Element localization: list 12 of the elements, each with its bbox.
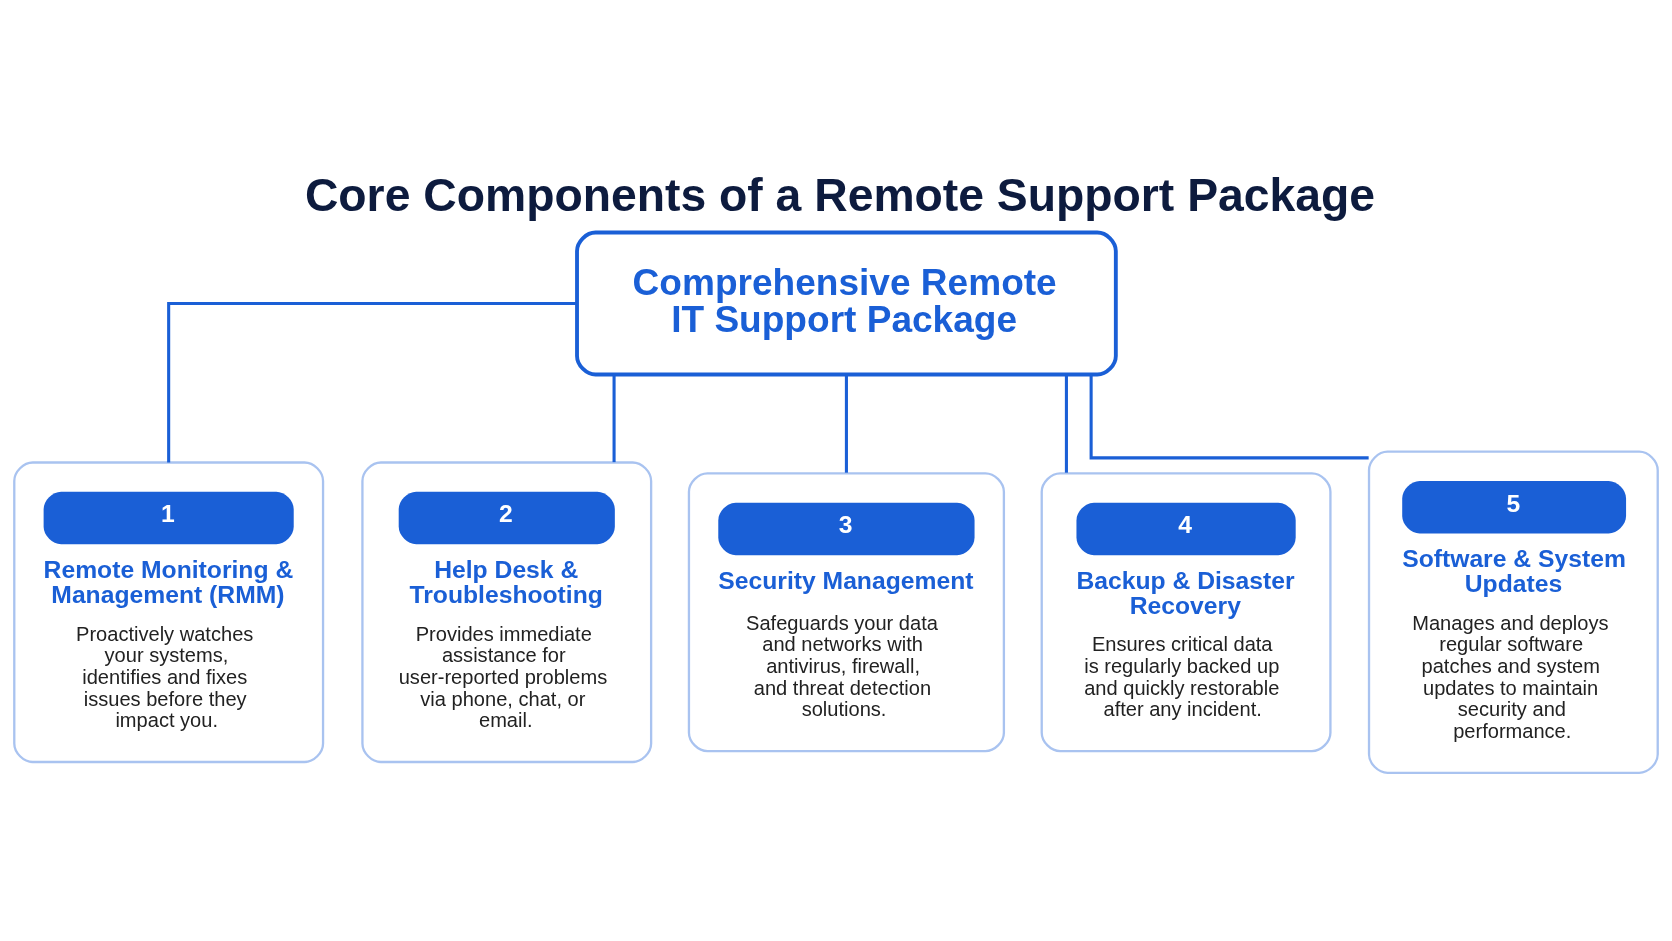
node-box: 1 Remote Monitoring & Management (RMM) Proactively watches your systems, identifies and fixes issues before they impact you. <box>13 460 325 763</box>
node-box: 4 Backup & Disaster Recovery Ensures critical data is regularly backed up and quickly restorable after any incident. <box>1040 471 1332 752</box>
connector <box>167 301 577 462</box>
node-box: 5 Software & System Updates Manages and deploys regular software patches and system updates to maintain security and performance. <box>1367 450 1659 774</box>
connector <box>1064 374 1068 473</box>
connector <box>844 374 848 473</box>
connector <box>612 374 616 462</box>
connector <box>1089 374 1369 459</box>
node-box: Comprehensive Remote IT Support Package <box>575 230 1118 376</box>
node-box: 2 Help Desk & Troubleshooting Provides immediate assistance for user-reported problems via phone, chat, or email. <box>361 460 653 763</box>
node-box: 3 Security Management Safeguards your data and networks with antivirus, firewall, and threat detection solutions. <box>687 471 1006 752</box>
diagram-title: Core Components of a Remote Support Package <box>304 168 1376 221</box>
